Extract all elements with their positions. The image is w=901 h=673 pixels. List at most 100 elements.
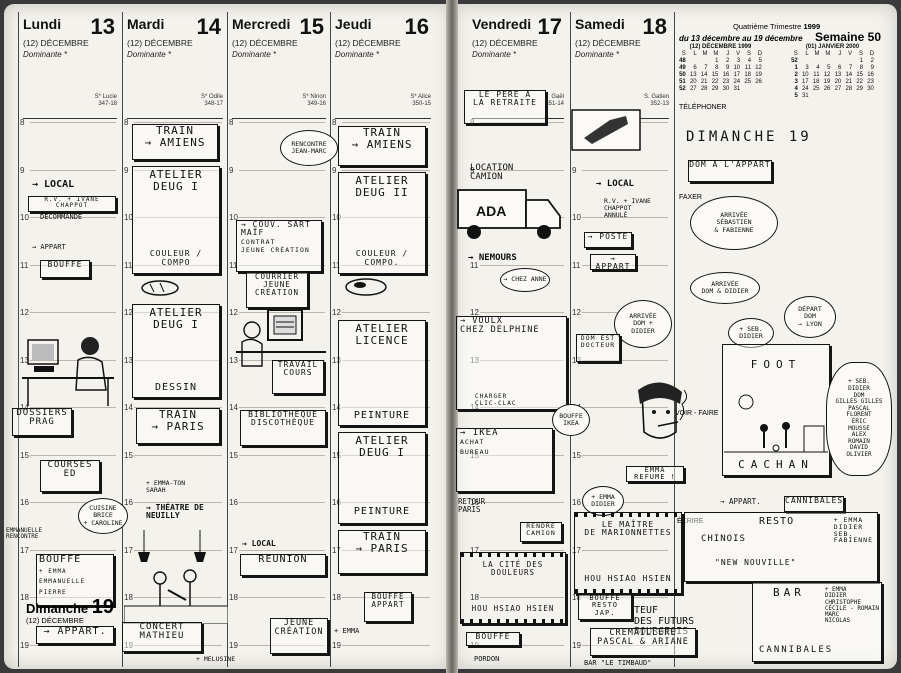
entry-bouffe: BOUFFE — [40, 260, 90, 278]
hour-label: 19 — [20, 640, 29, 650]
couleur-text: COULEUR / COMPO. — [355, 249, 409, 267]
hour-label: 18 — [572, 593, 581, 602]
calendar-day-cell: 25 — [812, 85, 820, 92]
ikea-text: → IKEA — [460, 428, 499, 438]
entry-docteur: DOM EST DOCTEUR — [576, 334, 620, 362]
hour-label: 13 — [332, 355, 341, 365]
entry-local-sat: → LOCAL — [596, 179, 634, 189]
header-divider — [232, 118, 326, 119]
calendar-day-cell: 17 — [801, 78, 809, 85]
hour-label: 11 — [124, 260, 133, 270]
calendar-day-cell: 26 — [755, 78, 762, 85]
bubble-bouffe-ikea: BOUFFE IKEA — [552, 404, 590, 436]
day-code: 347-18 — [98, 101, 117, 107]
calendar-day-cell: 4 — [816, 64, 820, 71]
bubble-emma-didier: + EMMA DIDIER — [582, 486, 624, 516]
calendar-day-cell: 50 — [679, 71, 686, 78]
hour-line — [30, 217, 116, 218]
hour-line — [239, 169, 325, 171]
bread-doodle — [141, 280, 179, 296]
atelier-text: ATELIER DEUG I — [149, 168, 203, 193]
hour-line — [480, 454, 564, 456]
hour-label: 15 — [124, 450, 133, 460]
day-name: Samedi — [575, 16, 625, 32]
calendar-day-cell — [833, 92, 844, 99]
bubble-player-list: + SEB. DIDIER DOM GILLES GILLES PASCAL F… — [826, 362, 892, 476]
hour-label: 18 — [229, 593, 238, 602]
hour-label: 8 — [20, 118, 25, 127]
calendar-day-cell: 24 — [801, 85, 809, 92]
calendar-day-cell: 16 — [722, 71, 730, 78]
hour-line — [30, 644, 116, 646]
bubble-chez-anne: → CHEZ ANNE — [500, 268, 550, 292]
hour-label: 11 — [229, 260, 238, 270]
calendar-day-cell: 16 — [867, 71, 874, 78]
atelier-text: ATELIER DEUG I — [149, 306, 203, 331]
calendar-day-cell: 4 — [747, 57, 752, 64]
calendar-weekday: S — [859, 50, 864, 57]
entry-nemours: → NEMOURS — [468, 253, 517, 263]
hour-line — [480, 407, 564, 408]
bubble-depart: DÉPART DOM → LYON — [784, 296, 836, 338]
hour-line — [342, 454, 430, 456]
hour-label: 17 — [470, 545, 479, 555]
hou-text: HOU HSIAO HSIEN — [471, 604, 555, 614]
hour-line — [239, 122, 325, 123]
hour-line — [134, 407, 222, 408]
hour-line — [30, 122, 116, 123]
dessin-text: DESSIN — [154, 381, 198, 393]
calendar-day-cell: 31 — [801, 92, 809, 99]
hour-label: 9 — [124, 165, 129, 175]
day-dominante: Dominante * — [23, 50, 68, 59]
calendar-weekday: M — [713, 50, 719, 57]
header-divider — [23, 118, 117, 119]
hour-line — [30, 502, 116, 503]
day-code: 351-14 — [545, 101, 564, 107]
bubble-cuisine: CUISINE BRICE + CAROLINE — [78, 498, 128, 534]
calendar-weekday: V — [848, 50, 853, 57]
entry-rv: R.V. + IVANE CHAPPOT — [28, 196, 116, 212]
hour-line — [342, 312, 430, 313]
day-code: 352-13 — [650, 101, 669, 107]
hour-label: 10 — [20, 213, 29, 222]
hour-label: 12 — [20, 308, 29, 317]
entry-emma-ton: + EMMA-TON SARAH — [146, 479, 186, 494]
day-number: 13 — [90, 14, 115, 39]
calendar-day-cell: 4 — [794, 85, 798, 92]
hour-line — [582, 502, 668, 503]
entry-pordon: PORDON — [474, 655, 500, 663]
entry-retour-paris: RETOUR PARIS — [458, 497, 486, 514]
entry-atelier-deug1-b: ATELIER DEUG I DESSIN — [132, 304, 220, 398]
hour-line — [134, 597, 222, 598]
hour-label: 19 — [332, 640, 341, 650]
calendar-day-cell — [843, 92, 854, 99]
calendar-day-cell: 8 — [715, 64, 719, 71]
entry-appart-sat: → APPART — [590, 254, 636, 270]
bubble-arrivee-seb: ARRIVÉE SÉBASTIEN & FABIENNE — [690, 196, 778, 250]
hour-line — [239, 217, 325, 218]
calendar-weekday: V — [736, 50, 741, 57]
hour-label: 16 — [572, 498, 581, 507]
entry-local: → LOCAL — [32, 179, 75, 190]
hour-label: 9 — [229, 165, 234, 175]
day-column-mardi: Mardi 14 (12) DÉCEMBRE Dominante * S* Od… — [122, 12, 227, 667]
entry-resto-chinois: RESTO CHINOIS "NEW NOUVILLE" + EMMA DIDI… — [684, 512, 878, 582]
hour-label: 11 — [20, 260, 29, 270]
calendar-day-cell: 2 — [725, 57, 730, 64]
calendar-weekday: J — [838, 50, 842, 57]
emma-text: + EMMA EMMANUELLE PIERRE — [39, 567, 86, 596]
calendar-weekday: D — [757, 50, 762, 57]
entry-train-amiens: TRAIN → AMIENS — [132, 124, 218, 160]
calendar-day-cell — [811, 57, 822, 64]
hour-label: 15 — [572, 450, 581, 460]
entry-decommande: DÉCOMMANDÉ — [40, 213, 83, 221]
calendar-day-cell: 15 — [711, 71, 719, 78]
entry-dom-appart: DOM À L'APPART — [688, 160, 772, 182]
day-code: 348-17 — [204, 101, 223, 107]
